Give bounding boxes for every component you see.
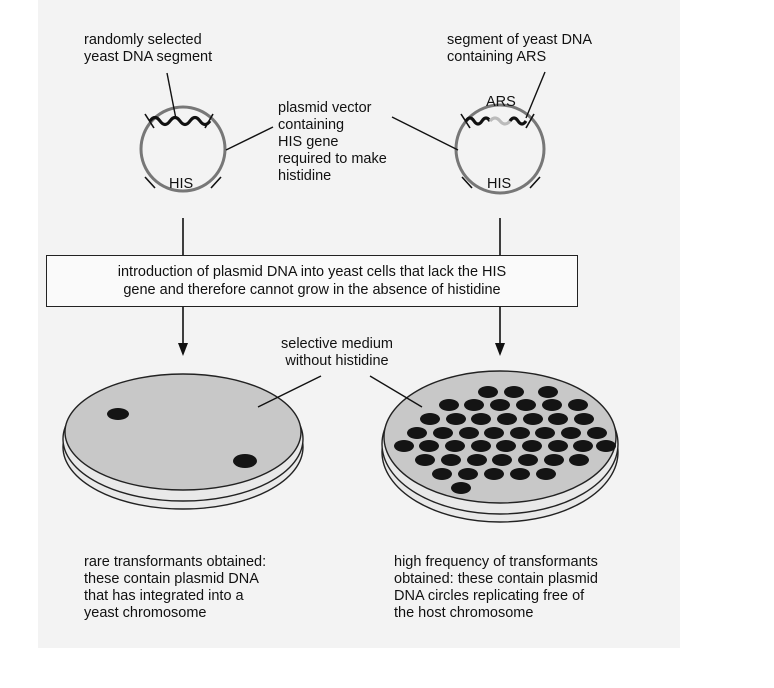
left-insert-junction-mark [204, 113, 214, 129]
vector-label: plasmid vector containing HIS gene requi… [278, 100, 387, 184]
colony [478, 386, 498, 398]
left-plasmid-circle [139, 105, 227, 193]
colony [538, 386, 558, 398]
colony [573, 440, 593, 452]
colony [445, 440, 465, 452]
colony [446, 413, 466, 425]
colony [574, 413, 594, 425]
colony [439, 399, 459, 411]
medium-pointer-right [369, 375, 423, 408]
figure-background [38, 0, 680, 648]
left-dish-medium [64, 373, 302, 491]
right-his-mark [461, 176, 473, 189]
arrowhead-left [178, 343, 188, 356]
colony [587, 427, 607, 439]
colony [471, 413, 491, 425]
medium-label: selective medium without histidine [281, 336, 394, 369]
colony [496, 440, 516, 452]
colony [420, 413, 440, 425]
colony [415, 454, 435, 466]
colony [433, 427, 453, 439]
colony [441, 454, 461, 466]
colony [518, 454, 538, 466]
colony [451, 482, 471, 494]
colony [432, 468, 452, 480]
colony [522, 440, 542, 452]
colony [504, 386, 524, 398]
colony [107, 408, 129, 420]
right-his-label: HIS [487, 176, 512, 192]
left-yeast-insert [148, 115, 212, 127]
vector-pointer-right [391, 116, 459, 151]
colony [459, 427, 479, 439]
colony [535, 427, 555, 439]
ars-label: ARS [486, 94, 516, 110]
colony [407, 427, 427, 439]
left-his-label: HIS [169, 176, 194, 192]
colony [568, 399, 588, 411]
colony [544, 454, 564, 466]
right-petri-dish [381, 370, 619, 523]
colony [497, 413, 517, 425]
colony [569, 454, 589, 466]
left-plasmid [139, 72, 227, 193]
colony [548, 440, 568, 452]
colony [536, 468, 556, 480]
right-plasmid [454, 71, 546, 195]
left-his-mark [144, 176, 156, 189]
right-insert-pointer [525, 71, 546, 119]
ars-segment [488, 116, 512, 126]
colony [471, 440, 491, 452]
colony [523, 413, 543, 425]
left-petri-dish [62, 373, 304, 510]
left-insert-pointer [166, 72, 177, 120]
left-insert-junction-mark [144, 113, 155, 129]
medium-pointer-left [257, 375, 322, 408]
right-his-mark [529, 176, 541, 189]
colony [510, 468, 530, 480]
colony [484, 468, 504, 480]
process-box-text: introduction of plasmid DNA into yeast c… [117, 264, 507, 298]
left-his-mark [210, 176, 222, 189]
right-yeast-insert-right [508, 116, 528, 126]
colony [516, 399, 536, 411]
colony [548, 413, 568, 425]
colony [394, 440, 414, 452]
right-result-label: high frequency of transformants obtained… [394, 554, 598, 621]
right-yeast-insert-left [464, 116, 492, 126]
colony [490, 399, 510, 411]
right-insert-junction-mark [525, 113, 535, 129]
vector-pointer-left [225, 126, 274, 151]
colony [464, 399, 484, 411]
right-insert-junction-mark [460, 113, 471, 129]
arrowhead-right [495, 343, 505, 356]
colony [458, 468, 478, 480]
right-insert-label: segment of yeast DNA containing ARS [447, 32, 593, 65]
colony [510, 427, 530, 439]
process-box: introduction of plasmid DNA into yeast c… [46, 255, 578, 307]
colony [561, 427, 581, 439]
colony [233, 454, 257, 468]
colony [467, 454, 487, 466]
colony [542, 399, 562, 411]
colony [596, 440, 616, 452]
colony [492, 454, 512, 466]
colony [419, 440, 439, 452]
left-result-label: rare transformants obtained: these conta… [84, 554, 267, 621]
colony [484, 427, 504, 439]
left-insert-label: randomly selected yeast DNA segment [84, 32, 213, 65]
right-dish-colonies [394, 386, 616, 494]
